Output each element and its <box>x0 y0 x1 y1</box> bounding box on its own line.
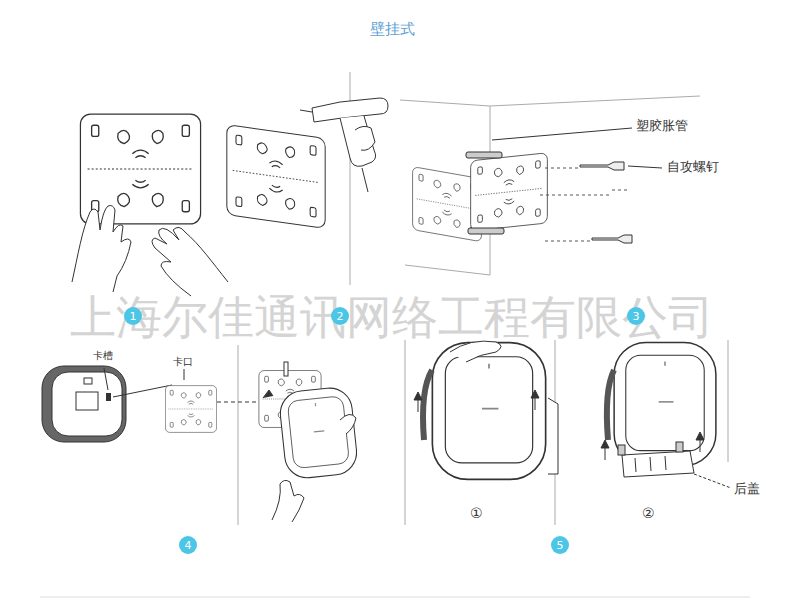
step-number-text: 1 <box>130 311 137 322</box>
watermark: 上海尔佳通讯网络工程有限公司 <box>70 292 714 343</box>
step-number: 4 <box>179 536 197 554</box>
part-name: 卡槽 <box>93 350 113 361</box>
page-title: 壁挂式 <box>370 20 415 39</box>
step-number-text: 5 <box>557 540 564 551</box>
part-name: 后盖 <box>734 482 760 496</box>
part-name: 自攻螺钉 <box>667 160 719 174</box>
step-number: 5 <box>551 536 569 554</box>
part-name: 卡口 <box>173 356 193 367</box>
step-number-text: 2 <box>337 311 344 322</box>
step-number: 3 <box>627 307 645 325</box>
sub-step-number: ① <box>470 506 483 521</box>
step-number: 2 <box>331 307 349 325</box>
step-number: 1 <box>124 307 142 325</box>
step-number-text: 4 <box>185 540 192 551</box>
step-number-text: 3 <box>633 311 640 322</box>
part-name: 塑胶胀管 <box>636 119 688 133</box>
sub-step-number: ② <box>642 506 655 521</box>
